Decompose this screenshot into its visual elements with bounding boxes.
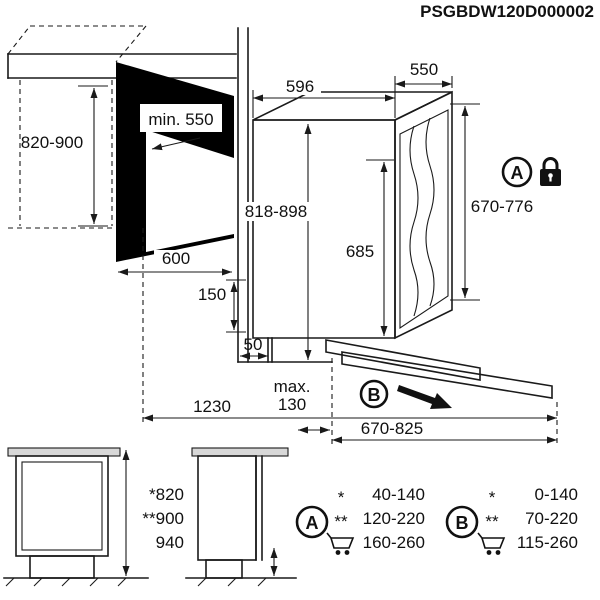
table-a-row1-sym: * [338, 488, 345, 507]
table-b-row2-sym: ** [485, 512, 499, 531]
dim-appliance-depth: 550 [395, 60, 453, 88]
appliance-width-label: 596 [286, 77, 314, 96]
total-depth-label: 1230 [193, 397, 231, 416]
table-b-row2-value: 70-220 [525, 509, 578, 528]
door-open-reach-label: 670-825 [361, 419, 423, 438]
interior-height-label: 685 [346, 242, 374, 261]
dim-niche-width: 600 [118, 249, 232, 276]
niche-width-label: 600 [162, 249, 190, 268]
table-a-row2-sym: ** [334, 512, 348, 531]
hinge-table-b: B * 0-140 ** 70-220 115-260 [445, 485, 578, 555]
dim-appliance-width: 596 [252, 76, 396, 118]
badge-b-label: B [368, 385, 381, 405]
dim-plinth-recess: 50 [240, 335, 268, 360]
height-option-2: **900 [142, 509, 184, 528]
open-door: B [325, 339, 553, 409]
cart-icon [326, 532, 355, 555]
table-a-row1-value: 40-140 [372, 485, 425, 504]
table-b-row3-value: 115-260 [517, 533, 578, 552]
door-direction-arrow-icon [397, 385, 452, 409]
dim-depths: 1230 max. 130 670-825 [142, 228, 558, 446]
table-a-badge-label: A [306, 513, 319, 533]
dim-plinth-height: 150 [198, 279, 246, 333]
wavy-break-line [425, 117, 435, 307]
table-b-row1-sym: * [489, 488, 496, 507]
table-a-badge-circle [295, 505, 329, 539]
worktop-height-label: 820-900 [21, 133, 83, 152]
table-a-row2-value: 120-220 [363, 509, 425, 528]
plinth-max-label-1: max. [274, 377, 311, 396]
hinge-table-a: A * 40-140 ** 120-220 160-260 [295, 485, 425, 555]
front-view-drawing: *820 **900 940 [3, 447, 184, 587]
niche-depth-arrow [151, 137, 201, 151]
niche-depth-label: min. 550 [148, 110, 213, 129]
dim-interior-height: 685 [340, 159, 394, 336]
niche-opening: min. 550 [116, 62, 234, 262]
wavy-break-line [409, 125, 419, 317]
table-b-badge-label: B [456, 513, 469, 533]
cabinet-side-panel [237, 27, 249, 363]
height-option-1: *820 [149, 485, 184, 504]
appliance-depth-label: 550 [410, 60, 438, 79]
height-option-3: 940 [156, 533, 184, 552]
decor-panel [399, 109, 449, 330]
table-a-row3-value: 160-260 [363, 533, 425, 552]
side-view-drawing [185, 447, 297, 587]
badge-b-circle [359, 379, 389, 409]
hidden-lines [7, 25, 147, 229]
plinth-recess-label: 50 [244, 335, 263, 354]
table-b-row1-value: 0-140 [535, 485, 578, 504]
plinth-area [237, 337, 333, 363]
dim-appliance-height: 818-898 [244, 124, 312, 360]
panel-height-label: 670-776 [471, 197, 533, 216]
plinth-height-label: 150 [198, 285, 226, 304]
plinth-max-label-2: 130 [278, 395, 306, 414]
badge-a-group: A [501, 156, 561, 188]
cart-icon [477, 532, 506, 555]
lock-icon [540, 157, 561, 186]
niche-depth-label-bg [140, 104, 222, 132]
dim-worktop-height: 820-900 [21, 85, 108, 227]
badge-a-label: A [511, 163, 524, 183]
table-b-badge-circle [445, 505, 479, 539]
part-number: PSGBDW120D000002 [420, 2, 594, 21]
badge-a-circle [501, 156, 533, 188]
appliance-height-label: 818-898 [245, 202, 307, 221]
dim-panel-height: 670-776 [450, 103, 533, 301]
